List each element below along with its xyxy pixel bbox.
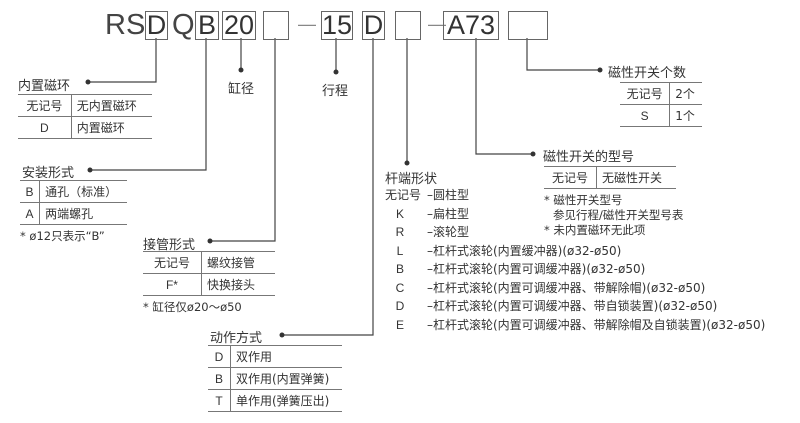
list-item: D –杠杆式滚轮(内置可调缓冲器、带自锁装置)(ø32-ø50) [385,297,765,316]
note-line: * 磁性开关型号 [544,193,623,207]
switch-model-table: 无记号无磁性开关 [544,166,676,189]
option-desc: 内置磁环 [71,116,152,139]
list-item: L –杠杆式滚轮(内置缓冲器)(ø32-ø50) [385,242,765,261]
note-line: 参见行程/磁性开关型号表 [553,208,684,222]
option-code: 无记号 [620,82,671,105]
option-code: D [18,116,72,139]
option-desc: –杠杆式滚轮(内置缓冲器)(ø32-ø50) [427,243,622,258]
option-desc: 单作用(弹簧压出) [230,389,342,412]
option-code: C [395,280,405,295]
option-code: E [395,317,404,332]
option-desc: 快换接头 [201,273,275,296]
code-magnet-box: D [145,10,168,40]
option-desc: 双作用(内置弹簧) [230,367,342,390]
option-code: R [395,225,405,239]
option-code: B [395,262,404,276]
rod-list: 无记号 –圆柱型 K –扁柱型 R –滚轮型 L –杠杆式滚轮(内置缓冲器)(ø32-ø… [385,186,765,334]
option-desc: –扁柱型 [427,206,470,221]
code-bore-box: 20 [222,10,256,40]
option-desc: 2个 [669,82,702,105]
mount-note: * ø12只表示“B” [20,229,105,243]
list-item: C –杠杆式滚轮(内置可调缓冲器、带解除帽)(ø32-ø50) [385,279,765,298]
code-switch-box: A73 [443,11,499,40]
list-item: R –滚轮型 [385,223,765,242]
code-action-box: D [362,10,385,40]
mount-title: 安装形式 [22,166,75,181]
option-code: D [395,299,405,313]
option-desc: 1个 [669,104,702,127]
option-desc: –杠杆式滚轮(内置可调缓冲器、带自锁装置)(ø32-ø50) [427,299,718,313]
bore-label: 缸径 [228,82,255,97]
code-prefix: RS [105,9,146,41]
stroke-label: 行程 [322,84,349,99]
option-code: D [208,345,231,368]
option-desc: –杠杆式滚轮(内置可调缓冲器)(ø32-ø50) [427,262,646,276]
option-desc: 螺纹接管 [201,251,275,274]
code-mount-box: B [195,11,219,40]
option-code: B [208,367,231,390]
port-table: 无记号螺纹接管 F*快换接头 [143,251,275,296]
option-code: 无记号 [544,166,597,189]
option-desc: 通孔（标准） [39,180,127,203]
list-item: E –杠杆式滚轮(内置可调缓冲器、带解除帽及自锁装置)(ø32-ø50) [385,316,765,335]
option-code: 无记号 [385,188,422,202]
switch-count-title: 磁性开关个数 [608,66,687,81]
code-stroke-box: 15 [321,10,353,40]
option-code: K [395,206,404,221]
option-code: L [396,243,404,258]
port-note: * 缸径仅ø20～ø50 [143,300,242,314]
option-desc: –滚轮型 [427,225,470,239]
list-item: K –扁柱型 [385,205,765,224]
option-code: F* [143,273,202,296]
option-code: S [620,104,671,127]
magnet-title: 内置磁环 [18,79,71,94]
option-desc: –杠杆式滚轮(内置可调缓冲器、带解除帽)(ø32-ø50) [427,280,706,295]
option-desc: –圆柱型 [427,188,470,202]
option-desc: 无内置磁环 [71,94,152,117]
option-desc: 无磁性开关 [596,166,676,189]
code-dash: — [428,14,446,34]
code-rod-box [395,11,421,40]
switch-model-title: 磁性开关的型号 [543,150,635,165]
port-title: 接管形式 [143,238,196,253]
option-code: B [20,180,41,203]
code-dash: — [298,14,316,34]
switch-model-notes: * 磁性开关型号 参见行程/磁性开关型号表 * 未内置磁环无此项 [544,193,683,238]
code-q: Q [172,9,195,41]
option-desc: 双作用 [230,345,342,368]
option-code: T [208,389,231,412]
list-item: B –杠杆式滚轮(内置可调缓冲器)(ø32-ø50) [385,260,765,279]
code-count-box [508,11,548,40]
option-code: 无记号 [18,94,72,117]
note-line: * 未内置磁环无此项 [544,223,646,237]
rod-title: 杆端形状 [385,172,438,187]
option-code: A [20,202,41,225]
option-code: 无记号 [143,251,202,274]
list-item: 无记号 –圆柱型 [385,186,765,205]
option-desc: 两端螺孔 [39,202,127,225]
code-port-box [263,11,289,40]
action-title: 动作方式 [210,331,263,346]
option-desc: –杠杆式滚轮(内置可调缓冲器、带解除帽及自锁装置)(ø32-ø50) [427,317,766,332]
